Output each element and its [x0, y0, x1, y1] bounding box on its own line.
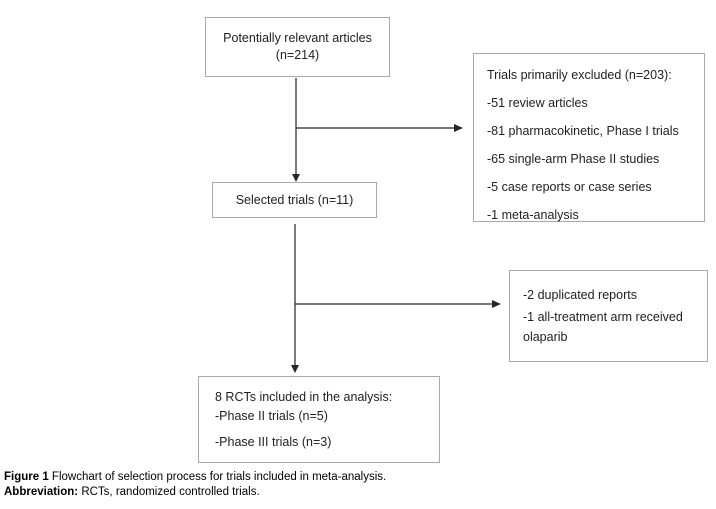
included-title: 8 RCTs included in the analysis: [215, 390, 393, 404]
abbreviation-text: RCTs, randomized controlled trials. [78, 485, 260, 498]
excluded-item: -51 review articles [487, 96, 588, 110]
figure-caption: Figure 1 Flowchart of selection process … [4, 470, 704, 499]
arrow-to-removed [295, 300, 501, 308]
removed-item: -1 all-treatment arm received olaparib [523, 310, 683, 344]
box-rcts-included: 8 RCTs included in the analysis: -Phase … [198, 376, 440, 463]
potentially-relevant-count: (n=214) [275, 48, 320, 62]
figure-number-label: Figure 1 [4, 471, 49, 483]
excluded-item: -5 case reports or case series [487, 180, 652, 194]
potentially-relevant-line1: Potentially relevant articles [223, 31, 372, 45]
arrow-top-to-selected [292, 78, 300, 182]
excluded-title: Trials primarily excluded (n=203): [487, 68, 672, 82]
excluded-item: -1 meta-analysis [487, 208, 579, 222]
removed-item: -2 duplicated reports [523, 288, 637, 302]
caption-line-2: Abbreviation: RCTs, randomized controlle… [4, 485, 704, 500]
selected-trials-label: Selected trials (n=11) [235, 192, 354, 207]
box-potentially-relevant-articles: Potentially relevant articles (n=214) [205, 17, 390, 77]
abbreviation-label: Abbreviation: [4, 485, 79, 498]
included-item: -Phase II trials (n=5) [215, 409, 328, 423]
box-trials-primarily-excluded: Trials primarily excluded (n=203): -51 r… [473, 53, 705, 222]
included-item: -Phase III trials (n=3) [215, 435, 332, 449]
box-selected-trials: Selected trials (n=11) [212, 182, 377, 218]
caption-line-1: Figure 1 Flowchart of selection process … [4, 470, 704, 485]
figure-caption-text: Flowchart of selection process for trial… [48, 471, 387, 483]
excluded-item: -81 pharmacokinetic, Phase I trials [487, 124, 679, 138]
excluded-item: -65 single-arm Phase II studies [487, 152, 660, 166]
box-removed-reports: -2 duplicated reports -1 all-treatment a… [509, 270, 708, 362]
arrow-selected-to-included [291, 224, 299, 373]
arrow-to-excluded [296, 124, 463, 132]
